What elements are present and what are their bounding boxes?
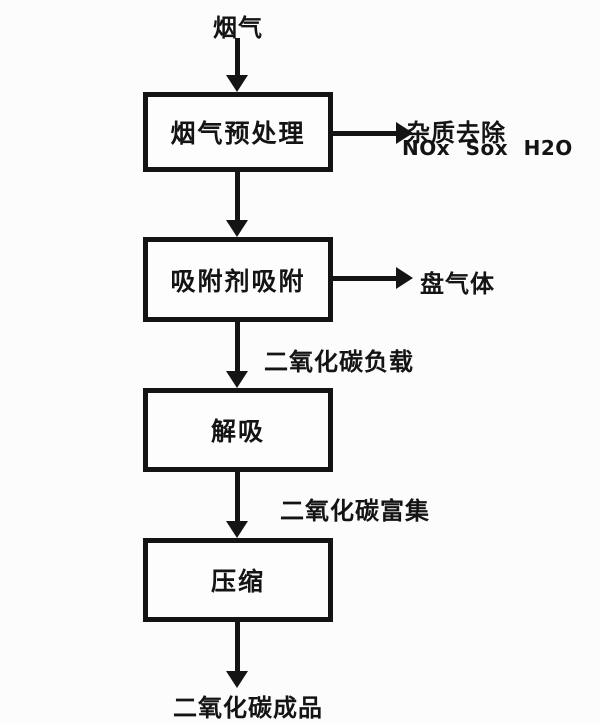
arrowhead-down-icon	[226, 671, 248, 688]
arrow-pretreatment-to-impurity	[333, 122, 413, 144]
node-compression: 压缩	[143, 538, 333, 622]
node-pretreatment: 烟气预处理	[143, 92, 333, 172]
node-adsorption-label: 吸附剂吸附	[170, 266, 306, 296]
arrow-source-to-pretreatment	[226, 38, 248, 92]
arrowhead-down-icon	[226, 75, 248, 92]
node-pretreatment-label: 烟气预处理	[170, 119, 306, 148]
arrowhead-down-icon	[226, 521, 248, 538]
arrow-shaft	[234, 172, 240, 220]
vent-gas-label: 盘气体	[420, 270, 495, 298]
node-desorption: 解吸	[143, 388, 333, 472]
arrow-shaft	[333, 275, 396, 281]
node-adsorption: 吸附剂吸附	[143, 237, 333, 322]
node-compression-label: 压缩	[210, 567, 265, 596]
arrowhead-right-icon	[396, 267, 413, 289]
arrowhead-right-icon	[396, 122, 413, 144]
source-label-flue-gas: 烟气	[213, 14, 263, 42]
product-label-co2: 二氧化碳成品	[173, 694, 323, 722]
impurity-removal-label-line2: NOx Sox H2O	[402, 136, 573, 160]
arrow-shaft	[234, 38, 240, 75]
arrow-shaft	[234, 322, 240, 371]
arrow-desorption-to-compression	[226, 472, 248, 538]
arrow-adsorption-to-desorption	[226, 322, 248, 388]
impurity-removal-label-line1: 杂质去除	[406, 119, 506, 147]
co2-enriched-label: 二氧化碳富集	[280, 497, 430, 525]
arrow-shaft	[234, 472, 240, 521]
co2-loaded-label: 二氧化碳负载	[264, 348, 414, 376]
arrow-adsorption-to-vent-gas	[333, 267, 413, 289]
arrow-compression-to-product	[226, 622, 248, 688]
arrow-shaft	[333, 130, 396, 136]
arrowhead-down-icon	[226, 220, 248, 237]
arrow-shaft	[234, 622, 240, 671]
arrowhead-down-icon	[226, 371, 248, 388]
node-desorption-label: 解吸	[210, 417, 265, 446]
arrow-pretreatment-to-adsorption	[226, 172, 248, 237]
